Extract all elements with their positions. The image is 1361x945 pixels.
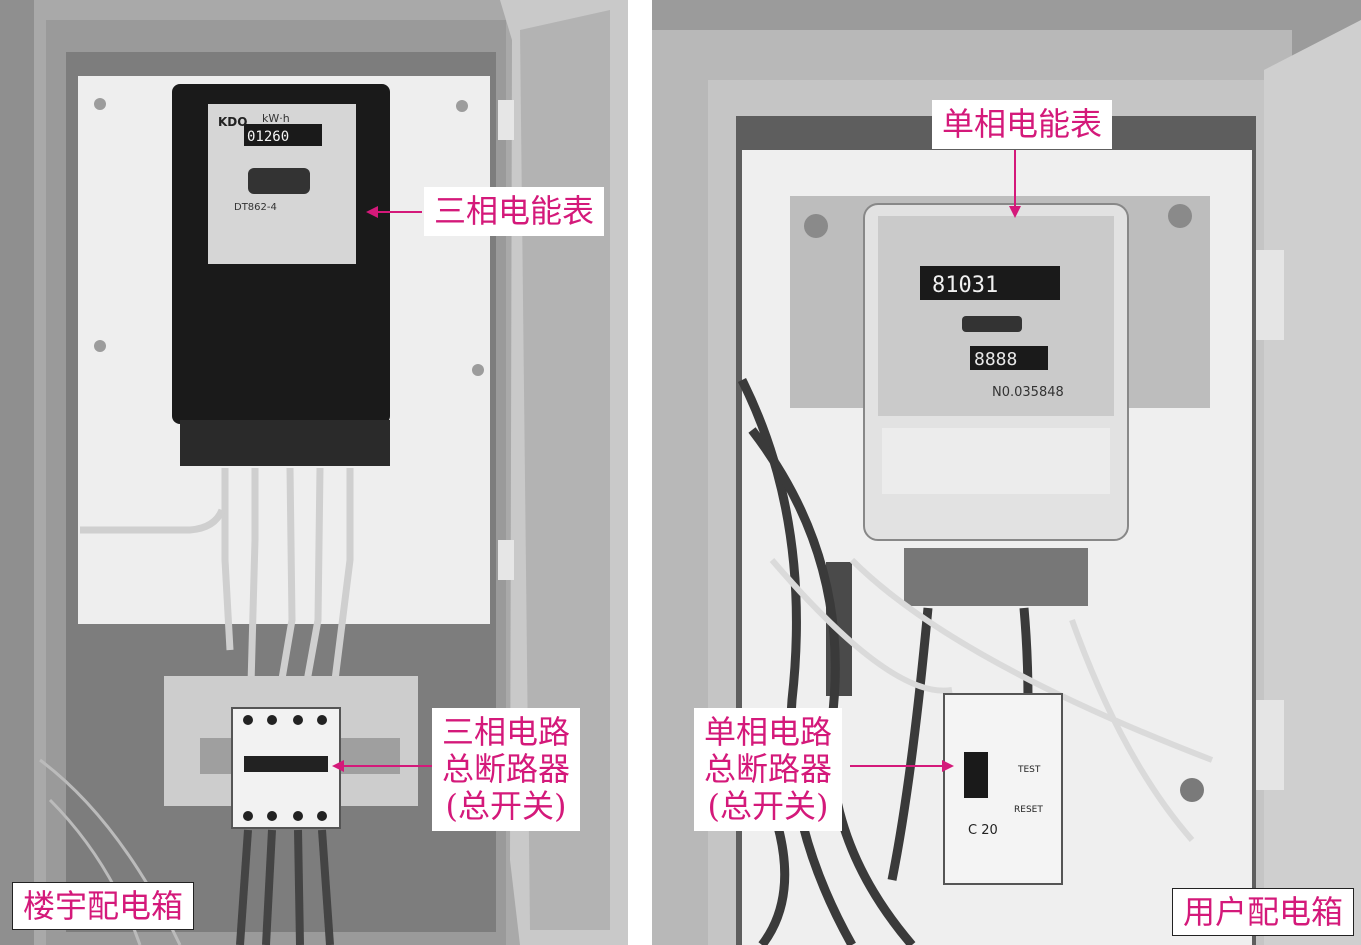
meter-unit: kW·h xyxy=(262,112,290,125)
single-phase-breaker-label: 单相电路 总断路器 (总开关) xyxy=(694,708,843,831)
left-photo-building-distribution-box: KDO kW·h 01260 DT862-4 xyxy=(0,0,628,945)
building-box-caption: 楼宇配电箱 xyxy=(12,882,195,930)
meter-serial: N0.035848 xyxy=(992,385,1064,400)
three-phase-meter-label: 三相电能表 xyxy=(424,187,605,236)
hinge-icon xyxy=(498,100,514,140)
prepay-display: 8888 xyxy=(974,349,1017,370)
three-phase-breaker-label: 三相电路 总断路器 (总开关) xyxy=(432,708,581,831)
hinge-icon xyxy=(1256,700,1284,790)
meter-brand: KDO xyxy=(218,115,247,129)
meter-reading: 81031 xyxy=(932,273,998,298)
breaker-rating: C 20 xyxy=(968,823,998,838)
household-box-caption: 用户配电箱 xyxy=(1172,888,1355,936)
hinge-icon xyxy=(498,540,514,580)
single-phase-meter-label: 单相电能表 xyxy=(932,100,1113,149)
rcd-test-label: TEST xyxy=(1017,765,1041,775)
meter-reading: 01260 xyxy=(247,129,289,145)
single-phase-breaker xyxy=(943,693,1063,885)
right-photo-household-distribution-box: 81031 8888 N0.035848 C 20 TEST RESET xyxy=(652,0,1361,945)
rcd-reset-label: RESET xyxy=(1014,805,1043,815)
meter-model: DT862-4 xyxy=(234,202,277,213)
hinge-icon xyxy=(1256,250,1284,340)
